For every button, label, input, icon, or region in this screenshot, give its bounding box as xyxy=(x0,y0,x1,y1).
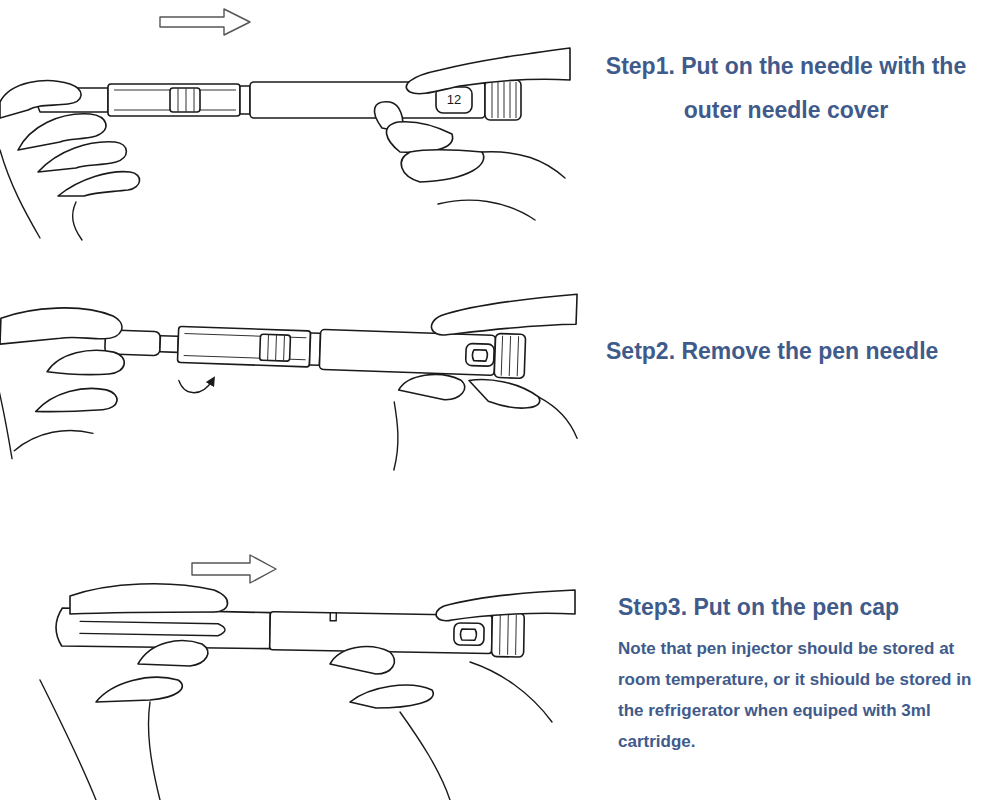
step1-figure xyxy=(0,9,570,240)
knob-ridge xyxy=(515,615,517,655)
left-wrist xyxy=(40,680,96,800)
right-fingers-top xyxy=(431,289,577,339)
knob-ridge xyxy=(499,615,501,655)
right-palm xyxy=(482,152,565,178)
left-fingers-top xyxy=(70,584,228,614)
knob-ridge xyxy=(504,82,505,118)
pen-body xyxy=(319,329,495,375)
knob-ridge xyxy=(509,336,510,376)
left-wrist xyxy=(0,150,40,238)
cartridge-holder xyxy=(177,326,310,367)
knob-ridge xyxy=(510,82,511,118)
right-fingers-top xyxy=(436,590,575,621)
left-finger xyxy=(58,172,140,196)
stopper-ridge xyxy=(186,88,187,112)
left-finger xyxy=(47,349,125,376)
right-palm xyxy=(392,402,399,470)
stopper-ridge xyxy=(275,335,277,361)
dose-number: 12 xyxy=(438,91,470,109)
dose-window xyxy=(466,343,495,366)
right-fingers-top xyxy=(406,48,570,94)
left-finger xyxy=(14,428,93,453)
dose-window xyxy=(454,623,484,646)
dose-icon xyxy=(460,629,476,640)
knob-ridge xyxy=(501,336,502,376)
left-thumb xyxy=(0,81,81,118)
right-palm xyxy=(400,712,450,800)
step-heading: Step1. Put on the needle with the outer … xyxy=(578,44,994,132)
right-palm xyxy=(470,662,552,722)
left-finger xyxy=(36,386,118,414)
knob-ridge xyxy=(507,615,509,655)
knob-ridge xyxy=(492,82,493,118)
right-palm xyxy=(438,200,535,220)
step-heading: Setp2. Remove the pen needle xyxy=(606,333,994,369)
dose-knob xyxy=(492,613,525,658)
stopper-ridge xyxy=(283,335,285,361)
direction-arrow xyxy=(192,555,276,583)
right-palm xyxy=(537,397,578,438)
plunger-stopper xyxy=(260,334,291,361)
direction-arrow xyxy=(160,9,250,35)
left-wrist xyxy=(73,202,82,240)
left-finger xyxy=(96,677,182,702)
twist-arrow xyxy=(178,378,212,393)
step3-figure xyxy=(40,555,575,800)
cartridge-holder xyxy=(108,84,240,116)
stopper-ridge xyxy=(267,334,269,360)
dose-knob xyxy=(485,80,521,120)
right-thumb xyxy=(401,150,483,182)
right-finger xyxy=(350,685,433,708)
step-heading: Step3. Put on the pen cap xyxy=(618,589,994,625)
left-thumb xyxy=(0,306,123,349)
right-finger xyxy=(386,122,452,153)
dose-icon xyxy=(472,350,487,362)
left-finger xyxy=(38,142,126,172)
pen-neck xyxy=(240,86,250,114)
knob-ridge xyxy=(516,82,517,118)
stopper-ridge xyxy=(194,88,195,112)
step2-figure xyxy=(0,274,582,478)
left-wrist xyxy=(148,702,160,800)
knob-ridge xyxy=(517,336,518,376)
cap-clip xyxy=(80,621,225,636)
needle-hub xyxy=(160,336,179,353)
knob-ridge xyxy=(498,82,499,118)
body-notch xyxy=(330,613,336,621)
stopper-ridge xyxy=(178,88,179,112)
plunger-stopper xyxy=(170,88,200,112)
right-thumb xyxy=(330,647,394,674)
dose-knob xyxy=(494,333,526,378)
right-thumb xyxy=(398,373,465,400)
storage-note: Note that pen injector should be stored … xyxy=(618,633,994,757)
right-finger xyxy=(468,379,540,409)
left-wrist xyxy=(0,388,14,459)
left-thumb xyxy=(138,641,208,666)
